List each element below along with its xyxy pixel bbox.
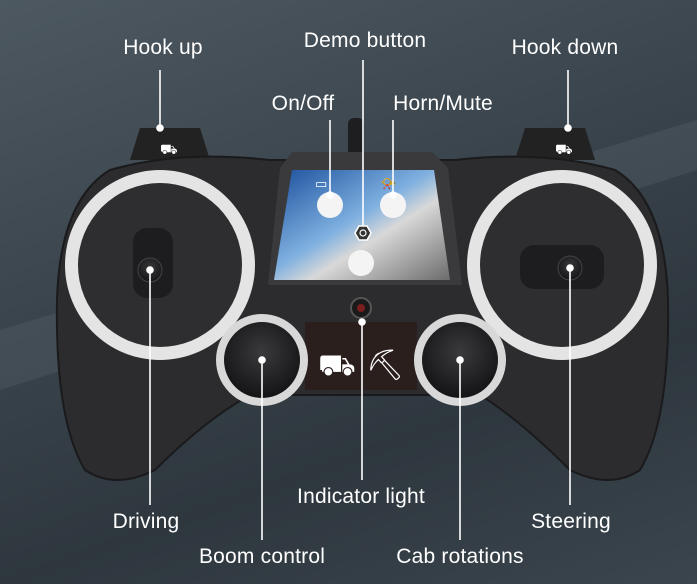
label-driving: Driving xyxy=(112,510,180,533)
cab-rotate-icon: ⛏ xyxy=(366,348,404,383)
label-hook-up: Hook up xyxy=(123,36,203,59)
horn-mute-button[interactable] xyxy=(380,192,406,218)
power-icon xyxy=(359,229,367,237)
label-cab-rotations: Cab rotations xyxy=(396,545,524,568)
hook-up-shoulder-button[interactable] xyxy=(130,128,210,160)
screen-panel xyxy=(274,170,450,280)
crane-down-icon: ⛟ xyxy=(555,142,573,158)
hook-down-shoulder-button[interactable] xyxy=(515,128,595,160)
label-horn-mute: Horn/Mute xyxy=(393,92,493,115)
demo-button[interactable] xyxy=(354,225,372,241)
light-icon: ▭ xyxy=(315,177,327,192)
on-off-button[interactable] xyxy=(317,192,343,218)
trim-button[interactable] xyxy=(348,250,374,276)
function-icon-panel xyxy=(305,322,417,390)
label-hook-down: Hook down xyxy=(511,36,619,59)
antenna xyxy=(348,118,364,158)
crane-up-icon: ⛟ xyxy=(160,142,178,158)
boom-truck-icon: ⛟ xyxy=(318,348,356,383)
label-on-off: On/Off xyxy=(271,92,335,115)
label-steering: Steering xyxy=(531,510,611,533)
horn-icon: 📯 xyxy=(380,177,396,192)
label-demo-button: Demo button xyxy=(303,29,427,52)
callout-lines xyxy=(146,60,574,540)
label-boom-control: Boom control xyxy=(198,545,326,568)
label-indicator-light: Indicator light xyxy=(297,485,425,508)
